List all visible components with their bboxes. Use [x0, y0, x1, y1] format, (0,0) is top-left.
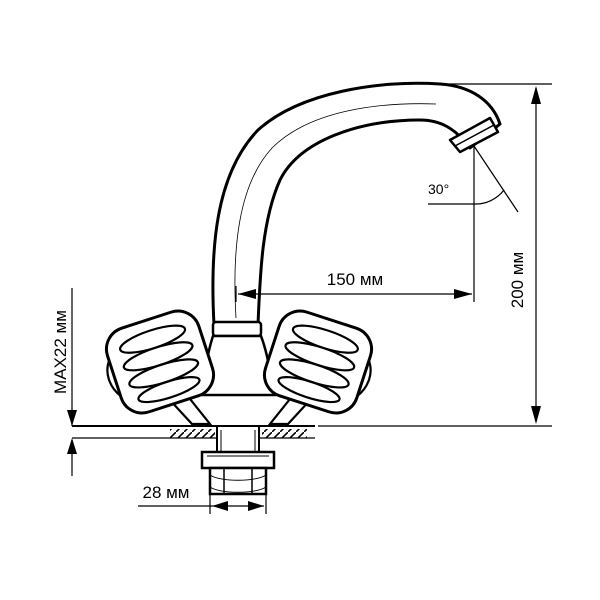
mounting-shank [216, 425, 260, 453]
aerator [448, 116, 500, 154]
right-handle [262, 309, 374, 415]
nut-width-label: 28 мм [142, 483, 189, 502]
height-dimension [318, 83, 552, 427]
max-thickness-dimension [67, 288, 77, 476]
mounting-nut [200, 450, 276, 496]
left-handle [104, 309, 216, 415]
reach-label: 150 мм [327, 270, 383, 289]
angle-annotation [428, 145, 519, 213]
body-collar [211, 320, 263, 338]
nut-width-dimension [138, 494, 267, 514]
reach-dimension [235, 146, 475, 302]
angle-label: 30° [428, 181, 449, 197]
max-thickness-label: MAX22 мм [51, 310, 70, 394]
height-label: 200 мм [508, 252, 527, 308]
countertop [72, 425, 315, 439]
spout-body [211, 81, 502, 327]
spout-highlight [234, 103, 437, 319]
